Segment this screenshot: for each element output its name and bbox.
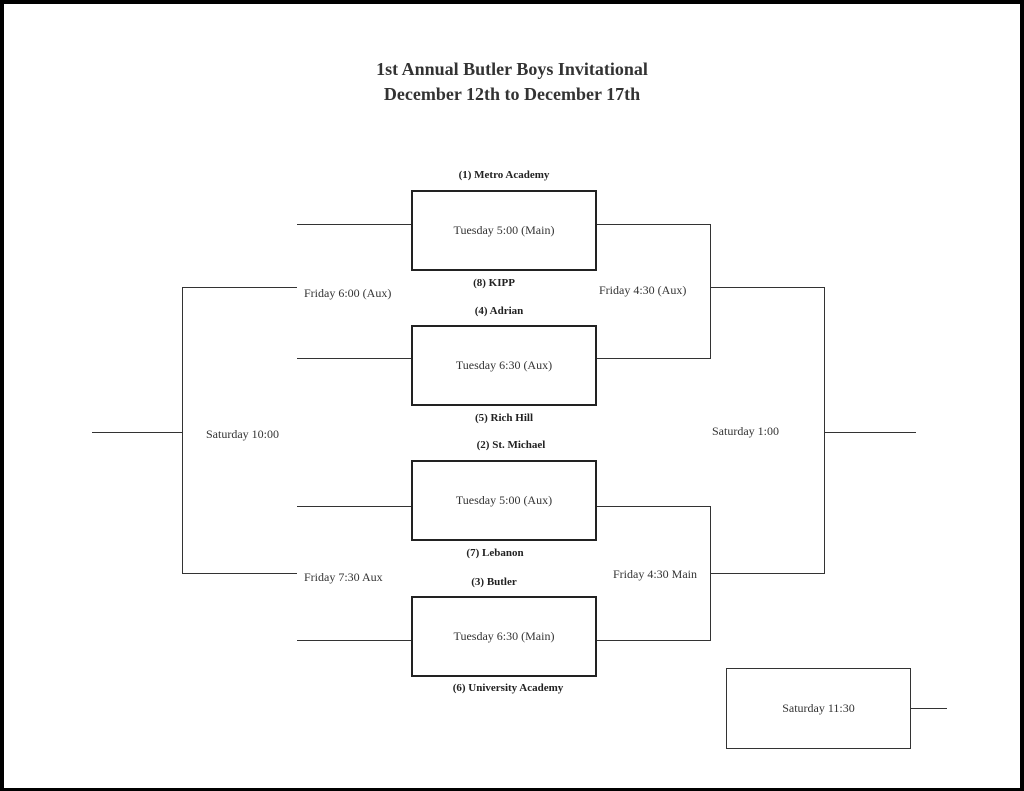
game-time-2: Tuesday 6:30 (Aux)	[455, 358, 553, 372]
third-place-time: Saturday 11:30	[782, 701, 855, 715]
consolation-champion-line	[92, 432, 183, 433]
winner-line-2	[597, 358, 710, 359]
team-seed-2: (2) St. Michael	[476, 439, 546, 451]
third-place-box: Saturday 11:30	[726, 668, 911, 749]
cons-final-time: Saturday 10:00	[206, 427, 279, 441]
cons-semi-top-line	[182, 287, 297, 288]
champion-line	[824, 432, 916, 433]
game-box-3: Tuesday 5:00 (Aux)	[411, 460, 597, 541]
cons-semi-top-time: Friday 6:00 (Aux)	[304, 286, 392, 300]
third-place-line	[911, 708, 947, 709]
champ-final-connector	[824, 287, 825, 574]
team-seed-7: (7) Lebanon	[466, 547, 524, 559]
game-time-4: Tuesday 6:30 (Main)	[453, 629, 555, 643]
tournament-title: 1st Annual Butler Boys Invitational	[376, 59, 648, 79]
cons-semi-bottom-time: Friday 7:30 Aux	[304, 570, 383, 584]
tournament-dates: December 12th to December 17th	[383, 84, 641, 104]
champ-semi-top-time: Friday 4:30 (Aux)	[599, 283, 687, 297]
winner-line-1	[597, 224, 710, 225]
cons-semi-bottom-line	[182, 573, 297, 574]
cons-final-connector	[182, 287, 183, 574]
champ-semi-top-connector	[710, 224, 711, 359]
consolation-line-1	[297, 224, 411, 225]
champ-semi-bottom-time: Friday 4:30 Main	[613, 567, 697, 581]
game-time-1: Tuesday 5:00 (Main)	[453, 223, 555, 237]
game-box-1: Tuesday 5:00 (Main)	[411, 190, 597, 271]
team-seed-3: (3) Butler	[471, 576, 517, 588]
team-seed-1: (1) Metro Academy	[458, 169, 550, 181]
winner-line-4	[597, 640, 710, 641]
champ-final-time: Saturday 1:00	[712, 424, 779, 438]
game-box-4: Tuesday 6:30 (Main)	[411, 596, 597, 677]
team-seed-4: (4) Adrian	[474, 305, 524, 317]
team-seed-5: (5) Rich Hill	[474, 412, 534, 424]
champ-semi-bottom-line	[710, 573, 825, 574]
consolation-line-3	[297, 506, 411, 507]
game-time-3: Tuesday 5:00 (Aux)	[455, 493, 553, 507]
team-seed-6: (6) University Academy	[452, 682, 564, 694]
winner-line-3	[597, 506, 710, 507]
consolation-line-2	[297, 358, 411, 359]
game-box-2: Tuesday 6:30 (Aux)	[411, 325, 597, 406]
champ-semi-top-line	[710, 287, 825, 288]
consolation-line-4	[297, 640, 411, 641]
team-seed-8: (8) KIPP	[473, 277, 515, 289]
